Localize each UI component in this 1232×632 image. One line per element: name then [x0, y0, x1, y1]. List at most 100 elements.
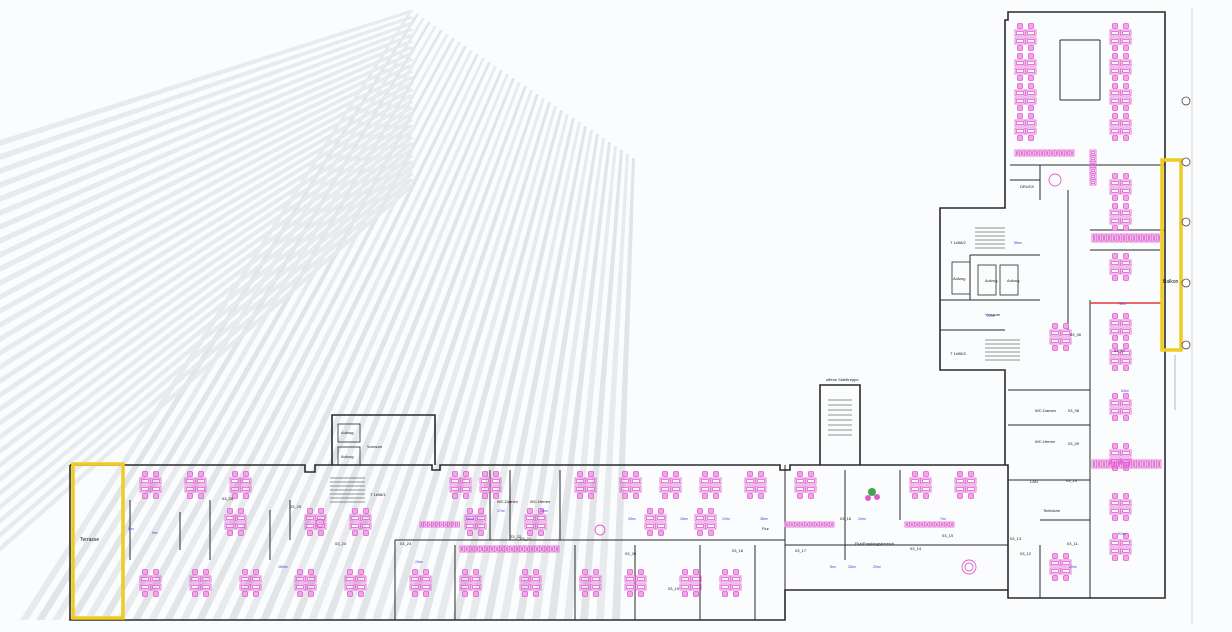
bg-stripe	[580, 150, 623, 620]
area-value: 63m²	[1121, 389, 1130, 393]
desk-inner	[1016, 39, 1024, 43]
desk	[469, 545, 475, 553]
desk-inner	[806, 523, 808, 526]
desk-inner	[1027, 91, 1035, 95]
desk	[1109, 449, 1121, 457]
desk	[519, 583, 531, 591]
label-treppe-2: T 1e58/2	[950, 240, 966, 245]
desk-inner	[296, 585, 304, 589]
desk-inner	[1103, 235, 1105, 241]
label-treppe-1: T 1e58/1	[370, 492, 386, 497]
bg-stripe	[612, 158, 635, 620]
bg-stripe-h	[0, 34, 414, 202]
desk-inner	[1113, 235, 1115, 241]
desk-inner	[1091, 169, 1095, 172]
desk	[1089, 173, 1097, 180]
chair	[682, 591, 688, 597]
bg-stripe	[228, 62, 491, 620]
elevator-core-top	[337, 261, 1019, 466]
desk	[504, 545, 510, 553]
desk-inner	[186, 487, 194, 491]
desk	[655, 514, 667, 522]
desk	[1025, 119, 1037, 127]
chair	[1123, 313, 1129, 319]
chair	[452, 493, 458, 499]
desk-inner	[252, 585, 260, 589]
desk	[1120, 449, 1132, 457]
area-value: 18m²	[466, 517, 475, 521]
desk-inner	[1093, 235, 1095, 241]
desk	[494, 545, 500, 553]
desk-inner	[721, 577, 729, 581]
chair	[693, 591, 699, 597]
desk-inner	[152, 487, 160, 491]
desk	[929, 521, 935, 528]
desk	[239, 575, 251, 583]
desk-inner	[1111, 219, 1119, 223]
desk	[1120, 267, 1132, 275]
chair	[1017, 45, 1023, 51]
desk	[794, 477, 806, 485]
desk-inner	[481, 487, 489, 491]
chair	[462, 591, 468, 597]
desk	[305, 583, 317, 591]
label-aufzug-4: Aufzug	[1007, 278, 1019, 283]
desk	[1109, 67, 1121, 75]
desk	[184, 477, 196, 485]
desk	[1014, 29, 1026, 37]
desk	[939, 521, 945, 528]
chair	[808, 493, 814, 499]
label-druck: DRUCK	[1020, 184, 1035, 189]
desk-inner	[445, 523, 447, 526]
desk-inner	[521, 585, 529, 589]
desk	[805, 485, 817, 493]
desk	[464, 514, 476, 522]
desk-inner	[941, 523, 943, 526]
label-aufzug-5: Aufzug	[953, 276, 965, 281]
desk-inner	[191, 585, 199, 589]
desk-inner	[1111, 129, 1119, 133]
desk	[489, 545, 495, 553]
desk-inner	[1016, 151, 1018, 155]
desk	[519, 575, 531, 583]
desk-inner	[1111, 351, 1119, 355]
room-number: 03_18	[732, 548, 744, 553]
area-value: 40m²	[1069, 565, 1078, 569]
desk-inner	[1111, 501, 1119, 505]
desk	[360, 514, 372, 522]
desk-inner	[1122, 401, 1130, 405]
chair	[968, 493, 974, 499]
desk	[474, 545, 480, 553]
desk	[1109, 259, 1121, 267]
chair	[318, 508, 324, 514]
bg-stripe	[212, 58, 485, 620]
chair	[243, 493, 249, 499]
chair	[662, 493, 668, 499]
desk	[619, 477, 631, 485]
desk	[294, 575, 306, 583]
desk	[1109, 89, 1121, 97]
chair	[1028, 45, 1034, 51]
desk-inner	[422, 577, 430, 581]
desk	[1106, 233, 1112, 243]
room-number: 03_21	[520, 536, 532, 541]
desk-inner	[1062, 561, 1070, 565]
desk	[744, 477, 756, 485]
chair	[142, 493, 148, 499]
room-number: 03_23	[400, 541, 412, 546]
chair	[473, 569, 479, 575]
bg-stripe-h	[0, 142, 414, 454]
chair	[153, 471, 159, 477]
chair	[1123, 493, 1129, 499]
chair	[957, 493, 963, 499]
desk-inner	[1041, 151, 1043, 155]
bg-stripe-h	[0, 154, 414, 482]
desk-inner	[346, 577, 354, 581]
desk	[1034, 149, 1040, 157]
desk-inner	[801, 523, 803, 526]
desk-inner	[491, 547, 493, 551]
desk-inner	[926, 523, 928, 526]
desk-inner	[226, 516, 234, 520]
desk-inner	[197, 479, 205, 483]
